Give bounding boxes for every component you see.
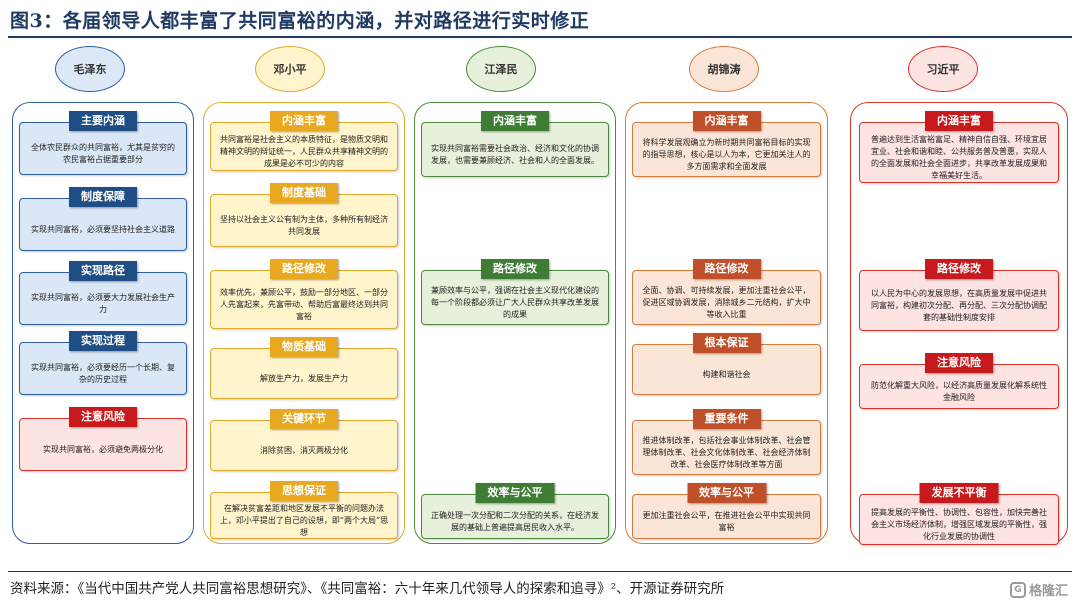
section-jiang-1: 路径修改 兼顾效率与公平，强调在社会主义现代化建设的每一个阶段都必须让广大人民群… <box>421 259 609 325</box>
section-xi-2: 注意风险 防范化解重大风险，以经济高质量发展化解系统性金融风险 <box>859 353 1059 409</box>
figure-title: 图3：各届领导人都丰富了共同富裕的内涵，并对路径进行实时修正 <box>10 10 590 32</box>
section-deng-2: 路径修改 效率优先，兼顾公平，鼓励一部分地区、一部分人先富起来，先富带动、帮助后… <box>210 259 398 329</box>
watermark-text: 格隆汇 <box>1028 584 1068 599</box>
section-heading: 重要条件 <box>692 409 761 429</box>
section-xi-3: 发展不平衡 提高发展的平衡性、协调性、包容性，加快完善社会主义市场经济体制，增强… <box>859 483 1059 545</box>
section-heading: 路径修改 <box>481 259 549 279</box>
section-heading: 物质基础 <box>270 337 338 357</box>
section-hu-2: 根本保证 构建和谐社会 <box>632 333 821 395</box>
section-body: 兼顾效率与公平，强调在社会主义现代化建设的每一个阶段都必须让广大人民群众共享改革… <box>421 270 609 325</box>
section-heading: 主要内涵 <box>69 111 137 131</box>
section-heading: 效率与公平 <box>475 483 555 503</box>
section-body: 实现共同富裕需要社会政治、经济和文化的协调发展，也需要兼顾经济、社会和人的全面发… <box>421 122 609 177</box>
section-mao-1: 制度保障 实现共同富裕，必须要坚持社会主义道路 <box>19 187 187 251</box>
leader-oval-hu: 胡锦涛 <box>689 46 759 92</box>
watermark: G 格隆汇 <box>1009 580 1068 599</box>
watermark-logo-icon: G <box>1009 581 1026 598</box>
section-heading: 内涵丰富 <box>481 111 549 131</box>
section-body: 普遍达到生活富裕富足、精神自信自强、环境宜居宜业、社会和谐和睦、公共服务普及普惠… <box>859 122 1059 183</box>
section-xi-1: 路径修改 以人民为中心的发展思想，在高质量发展中促进共同富裕，构建初次分配、再分… <box>859 259 1059 331</box>
title-divider <box>8 36 1072 38</box>
section-hu-0: 内涵丰富 将科学发展观确立为新时期共同富裕目标的实现的指导思想，核心是以人为本，… <box>632 111 821 177</box>
section-body: 全面、协调、可持续发展，更加注重社会公平，促进区域协调发展，消除城乡二元结构，扩… <box>632 270 821 325</box>
section-heading: 制度基础 <box>270 183 338 203</box>
leader-oval-jiang: 江泽民 <box>466 46 536 92</box>
section-xi-0: 内涵丰富 普遍达到生活富裕富足、精神自信自强、环境宜居宜业、社会和谐和睦、公共服… <box>859 111 1059 183</box>
section-mao-4: 注意风险 实现共同富裕，必须避免两极分化 <box>19 407 187 471</box>
column-box-deng: 内涵丰富 共同富裕是社会主义的本质特征，是物质文明和精神文明的辩证统一，人民群众… <box>203 102 405 544</box>
section-heading: 制度保障 <box>69 187 137 207</box>
section-heading: 发展不平衡 <box>919 483 999 503</box>
leader-oval-mao: 毛泽东 <box>55 46 125 92</box>
section-heading: 路径修改 <box>692 259 761 279</box>
section-heading: 内涵丰富 <box>692 111 761 131</box>
section-heading: 注意风险 <box>925 353 993 373</box>
section-heading: 效率与公平 <box>687 483 766 503</box>
section-deng-5: 思想保证 在解决贫富差距和地区发展不平衡的问题办法上，邓小平提出了自己的设想，即… <box>210 481 398 539</box>
section-heading: 思想保证 <box>270 481 338 501</box>
section-body: 将科学发展观确立为新时期共同富裕目标的实现的指导思想，核心是以人为本，它更加关注… <box>632 122 821 177</box>
footer-divider <box>8 571 1072 572</box>
section-hu-4: 效率与公平 更加注重社会公平，在推进社会公平中实现共同富裕 <box>632 483 821 539</box>
column-box-jiang: 内涵丰富 实现共同富裕需要社会政治、经济和文化的协调发展，也需要兼顾经济、社会和… <box>414 102 616 544</box>
section-heading: 实现过程 <box>69 331 137 351</box>
section-deng-3: 物质基础 解放生产力，发展生产力 <box>210 337 398 399</box>
section-heading: 实现路径 <box>69 261 137 281</box>
source-footnote: 资料来源：《当代中国共产党人共同富裕思想研究》、《共同富裕：六十年来几代领导人的… <box>10 581 725 597</box>
section-body: 提高发展的平衡性、协调性、包容性，加快完善社会主义市场经济体制，增强区域发展的平… <box>859 494 1059 545</box>
section-hu-3: 重要条件 推进体制改革，包括社会事业体制改革、社会管理体制改革、社会文化体制改革… <box>632 409 821 475</box>
section-mao-3: 实现过程 实现共同富裕，必须要经历一个长期、复杂的历史过程 <box>19 331 187 395</box>
section-jiang-2: 效率与公平 正确处理一次分配和二次分配的关系，在经济发展的基础上普遍提高居民收入… <box>421 483 609 539</box>
section-mao-0: 主要内涵 全体农民群众的共同富裕，尤其是贫穷的农民富裕占据重要部分 <box>19 111 187 175</box>
section-heading: 根本保证 <box>692 333 761 353</box>
section-jiang-0: 内涵丰富 实现共同富裕需要社会政治、经济和文化的协调发展，也需要兼顾经济、社会和… <box>421 111 609 177</box>
section-hu-1: 路径修改 全面、协调、可持续发展，更加注重社会公平，促进区域协调发展，消除城乡二… <box>632 259 821 325</box>
section-heading: 内涵丰富 <box>925 111 993 131</box>
column-box-xi: 内涵丰富 普遍达到生活富裕富足、精神自信自强、环境宜居宜业、社会和谐和睦、公共服… <box>850 102 1068 545</box>
column-box-hu: 内涵丰富 将科学发展观确立为新时期共同富裕目标的实现的指导思想，核心是以人为本，… <box>625 102 828 544</box>
section-heading: 内涵丰富 <box>270 111 338 131</box>
section-body: 以人民为中心的发展思想，在高质量发展中促进共同富裕，构建初次分配、再分配、三次分… <box>859 270 1059 331</box>
leader-oval-deng: 邓小平 <box>255 46 325 92</box>
section-deng-4: 关键环节 消除贫困，消灭两极分化 <box>210 409 398 471</box>
leader-oval-xi: 习近平 <box>908 46 978 92</box>
section-mao-2: 实现路径 实现共同富裕，必须要大力发展社会生产力 <box>19 261 187 325</box>
section-body: 共同富裕是社会主义的本质特征，是物质文明和精神文明的辩证统一，人民群众共享精神文… <box>210 122 398 171</box>
section-heading: 注意风险 <box>69 407 137 427</box>
section-deng-1: 制度基础 坚持以社会主义公有制为主体，多种所有制经济共同发展 <box>210 183 398 247</box>
section-deng-0: 内涵丰富 共同富裕是社会主义的本质特征，是物质文明和精神文明的辩证统一，人民群众… <box>210 111 398 171</box>
column-box-mao: 主要内涵 全体农民群众的共同富裕，尤其是贫穷的农民富裕占据重要部分 制度保障 实… <box>12 102 194 544</box>
section-heading: 关键环节 <box>270 409 338 429</box>
section-body: 推进体制改革，包括社会事业体制改革、社会管理体制改革、社会文化体制改革、社会经济… <box>632 420 821 475</box>
section-heading: 路径修改 <box>270 259 338 279</box>
section-heading: 路径修改 <box>925 259 993 279</box>
